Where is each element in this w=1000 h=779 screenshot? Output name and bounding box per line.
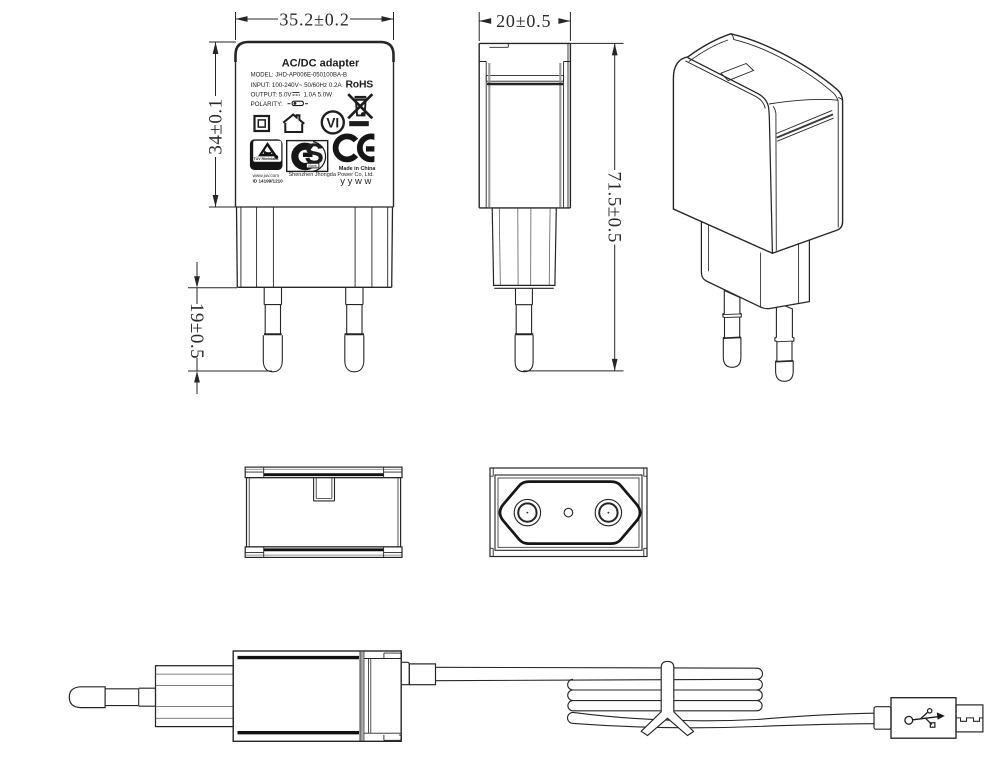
svg-text:19±0.5: 19±0.5 <box>186 303 207 359</box>
svg-text:Shenzhen Jhongda Power Co, Ltd: Shenzhen Jhongda Power Co, Ltd. <box>289 172 375 178</box>
svg-text:INPUT: 100-240V~ 50/60Hz 0.2: INPUT: 100-240V~ 50/60Hz 0.2A <box>251 82 343 89</box>
svg-text:35.2±0.2: 35.2±0.2 <box>279 10 349 30</box>
svg-text:ID 14199/1210: ID 14199/1210 <box>253 179 284 184</box>
svg-text:OUTPUT: 5.0V: OUTPUT: 5.0V <box>251 91 293 98</box>
svg-text:www.juv.com: www.juv.com <box>253 173 280 178</box>
svg-text:20±0.5: 20±0.5 <box>496 11 551 31</box>
svg-text:Mark: Mark <box>308 164 317 168</box>
svg-text:TÜV Rheinland: TÜV Rheinland <box>254 157 279 161</box>
svg-text:71.5±0.5: 71.5±0.5 <box>604 171 625 242</box>
svg-text:1.0A 5.0W: 1.0A 5.0W <box>304 91 333 98</box>
svg-text:AC/DC adapter: AC/DC adapter <box>282 57 360 69</box>
svg-text:34±0.1: 34±0.1 <box>206 98 227 154</box>
svg-text:POLARITY:: POLARITY: <box>251 101 283 108</box>
svg-text:Made in China: Made in China <box>339 166 377 172</box>
svg-text:RoHS: RoHS <box>346 80 374 91</box>
svg-text:yyww: yyww <box>340 176 374 187</box>
svg-text:VI: VI <box>326 115 339 130</box>
svg-text:S: S <box>305 139 324 171</box>
svg-text:MODEL: JHD-AP006E-050100BA-B: MODEL: JHD-AP006E-050100BA-B <box>251 72 347 78</box>
